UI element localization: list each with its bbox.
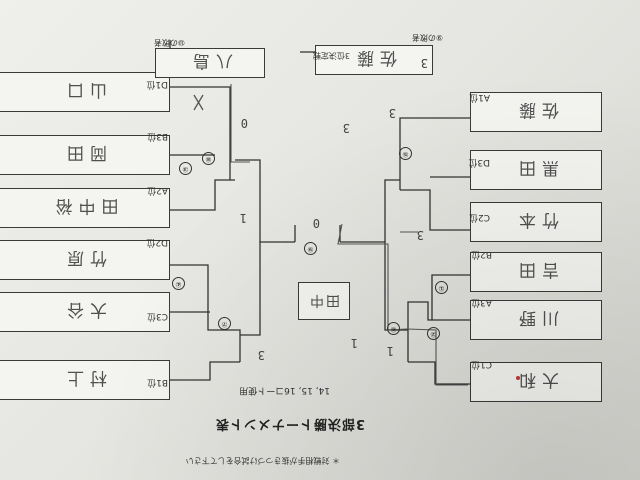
pen-mark: 1	[239, 211, 247, 225]
pen-mark: 3	[420, 56, 428, 70]
label-third-place: 3位決定戦	[312, 51, 350, 60]
match-number: ③	[179, 162, 192, 175]
entry-box-8: 大谷	[0, 292, 170, 332]
match-number: ①	[435, 281, 448, 294]
entry-seed: A2位	[147, 185, 168, 195]
footnote: ＊ 対戦相手が抜きつづけ試合をして下さい	[185, 456, 340, 465]
label-final-loser-10: ⑩の敗者	[153, 38, 185, 47]
entry-seed: D1位	[146, 79, 168, 89]
entry-seed: A3位	[471, 297, 492, 307]
entry-seed: B2位	[471, 249, 492, 259]
entry-name: 吉田	[513, 259, 559, 280]
entry-seed: A1位	[469, 92, 490, 102]
entry-name: 山口	[61, 79, 107, 100]
match-number: ⑨	[304, 242, 317, 255]
page-title: 3部決勝トーナメント表	[214, 416, 365, 431]
third-place-name-2: 八島	[187, 50, 233, 71]
entry-seed: B3位	[147, 131, 168, 141]
match-number: ④	[172, 277, 185, 290]
entry-name: 竹原	[61, 247, 107, 268]
entry-box-7: 村上	[0, 360, 170, 400]
entry-name: 佐藤	[513, 99, 559, 120]
pen-mark: 3	[388, 106, 396, 120]
entry-seed: C1位	[470, 359, 492, 369]
champion-name: 田中	[308, 292, 340, 308]
pen-mark: 3	[416, 228, 424, 242]
pen-mark: 1	[386, 344, 394, 358]
entry-seed: C3位	[146, 311, 168, 321]
entry-name: 川野	[513, 307, 559, 328]
match-number: ⑧	[202, 152, 215, 165]
label-final-loser-9: ⑨の敗者	[411, 33, 443, 42]
pen-mark: 3	[342, 121, 350, 135]
entry-seed: D3位	[468, 157, 490, 167]
champion-box: 田中	[298, 282, 350, 320]
pen-mark: 0	[312, 216, 320, 230]
red-ink-dot	[516, 376, 520, 380]
match-number: ⑥	[387, 322, 400, 335]
entry-name: 大谷	[61, 299, 107, 320]
pen-mark: 1	[350, 336, 358, 350]
third-place-box-2: 八島	[155, 48, 265, 78]
entry-name: 村上	[61, 367, 107, 388]
entry-seed: B1位	[147, 377, 168, 387]
match-number: ②	[427, 327, 440, 340]
match-number: ⑤	[399, 147, 412, 160]
entry-name: 岡田	[61, 142, 107, 163]
entry-name: 黒田	[513, 157, 559, 178]
entry-box-5: 黒田	[470, 150, 602, 190]
pen-mark: 3	[257, 348, 265, 362]
match-number: ⑦	[218, 317, 231, 330]
pen-mark: 0	[240, 116, 248, 130]
entry-name: 大和	[513, 369, 559, 390]
entry-box-11: 岡田	[0, 135, 170, 175]
entry-seed: D2位	[146, 237, 168, 247]
entry-name: 田中裕	[49, 195, 119, 216]
entry-box-9: 竹原	[0, 240, 170, 280]
entry-name: 竹本	[513, 209, 559, 230]
entry-box-10: 田中裕	[0, 188, 170, 228]
entry-box-12: 山口	[0, 72, 170, 112]
court-note: 14, 15, 16コート使用	[239, 385, 330, 395]
entry-seed: C2位	[468, 212, 490, 222]
